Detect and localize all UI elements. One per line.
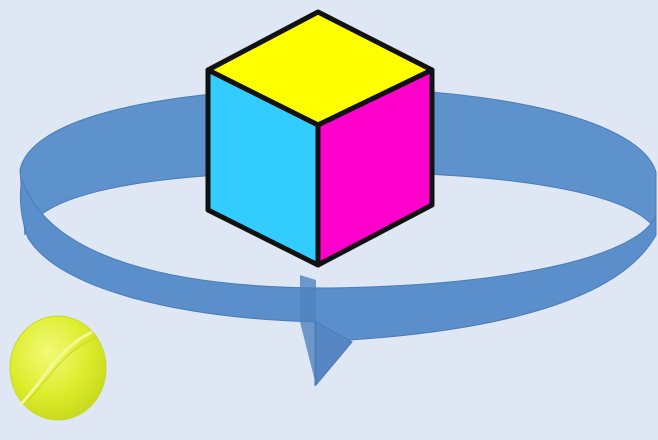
tennis-ball-icon: [10, 316, 106, 420]
